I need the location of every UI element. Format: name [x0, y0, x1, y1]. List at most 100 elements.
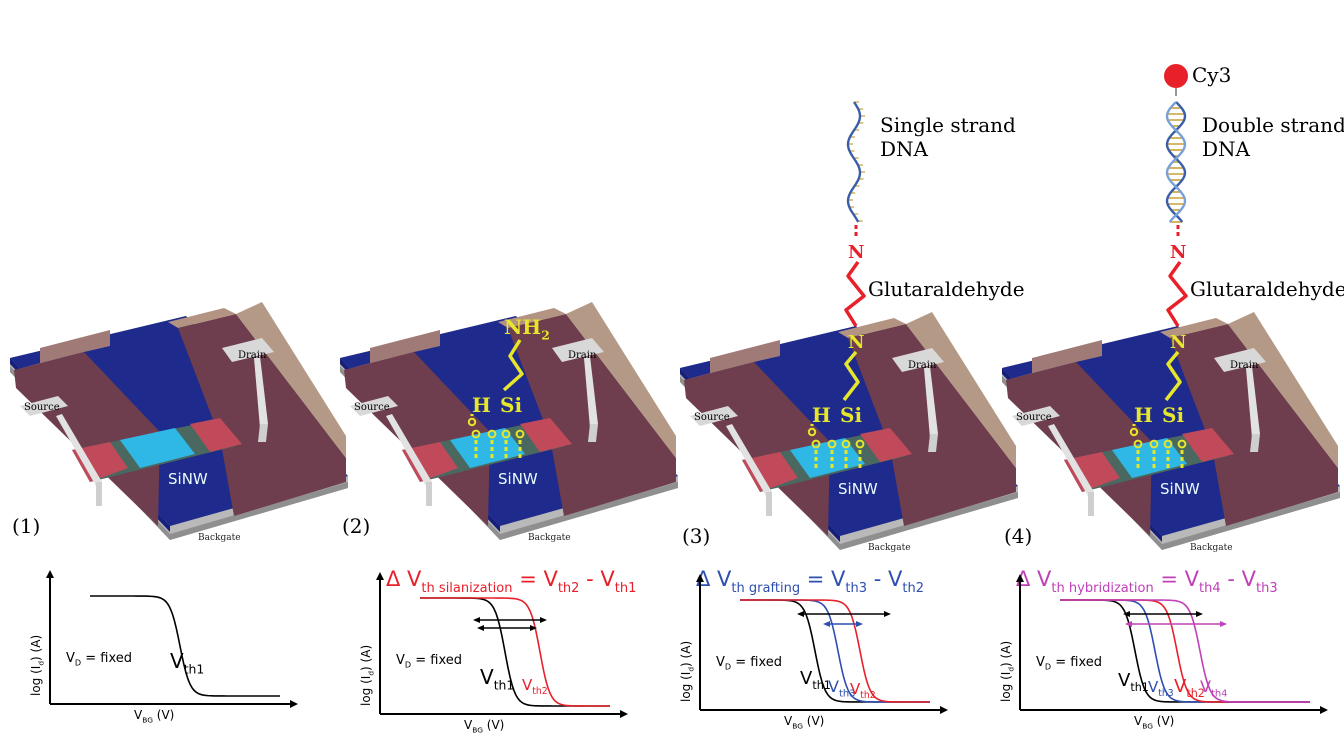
drain-label: Drain	[568, 350, 597, 361]
threshold-label: Vth2	[850, 680, 876, 701]
text-span: V	[1036, 655, 1045, 670]
text-span: Δ V	[386, 567, 422, 591]
oxygen-atom	[841, 439, 851, 449]
panel-index: (3)	[682, 524, 710, 548]
propyl-chain	[842, 350, 860, 402]
y-axis-label: log (Id) (A)	[999, 641, 1015, 702]
shift-arrowhead	[823, 621, 830, 627]
oxygen-atom	[807, 427, 817, 437]
transfer-curve	[419, 597, 610, 707]
transfer-plot-3: log (Id) (A)VBG (V)VD = fixedVth1Vth3Vth…	[679, 574, 948, 730]
subscript: BG	[142, 715, 153, 724]
source-probe-tip	[426, 482, 432, 506]
text-span: log (I	[999, 672, 1013, 702]
threshold-label: Vth3	[828, 677, 855, 699]
source-pad	[402, 442, 458, 482]
source-probe-arm	[1048, 424, 1094, 496]
source-probe-head	[690, 406, 738, 426]
source-pad	[1064, 452, 1120, 492]
text-span: V	[828, 677, 839, 696]
backgate-label: Backgate	[198, 533, 241, 543]
x-axis-label: VBG (V)	[134, 708, 174, 724]
drain-voltage-label: VD = fixed	[716, 655, 782, 672]
drain-probe-head	[1214, 348, 1266, 372]
subscript: th1	[812, 679, 831, 692]
text-span: NH	[504, 315, 541, 339]
text-span: V	[850, 680, 861, 698]
source-top	[684, 340, 780, 380]
dye-label: Cy3	[1192, 63, 1231, 87]
threshold-label: Vth1	[1118, 670, 1149, 694]
oxygen-atom	[827, 439, 837, 449]
subscript: d	[366, 671, 375, 676]
dna-backbone	[846, 101, 862, 223]
subscript: th1	[1130, 681, 1149, 694]
text-span: (V)	[153, 708, 174, 722]
propyl-chain	[1164, 350, 1182, 402]
y-axis-arrow	[376, 572, 384, 580]
subscript: th4	[1199, 581, 1221, 596]
oxygen-atom	[1129, 427, 1139, 437]
transfer-curve	[420, 597, 611, 707]
text-span: = fixed	[411, 653, 462, 668]
amine-nitrogen: N	[1170, 332, 1186, 353]
drain-label: Drain	[908, 360, 937, 371]
threshold-shift-equation: Δ Vth silanization = Vth2 - Vth1	[386, 567, 636, 596]
text-span: V	[1118, 670, 1131, 691]
subscript: th4	[1211, 688, 1227, 699]
text-span: V	[784, 714, 793, 728]
subscript: D	[1045, 663, 1051, 672]
drain-pad	[860, 428, 912, 462]
drain-probe-head	[892, 348, 944, 372]
drain-voltage-label: VD = fixed	[1036, 655, 1102, 672]
y-axis-label: log (Id) (A)	[29, 635, 45, 696]
source-electrode	[344, 352, 490, 526]
source-probe-arm	[386, 414, 432, 486]
subscript: BG	[1142, 721, 1153, 730]
source-probe-head	[350, 396, 398, 416]
threshold-shift-equation: Δ Vth grafting = Vth3 - Vth2	[696, 567, 924, 596]
source-pad	[742, 452, 798, 492]
threshold-label: Vth2	[1174, 676, 1205, 700]
text-span: - V	[867, 567, 903, 591]
drain-label: Drain	[238, 350, 267, 361]
silicon-atom-label: Si	[500, 393, 522, 417]
shift-arrowhead	[884, 611, 891, 617]
backgate-label: Backgate	[528, 533, 571, 543]
subscript: th hybridization	[1051, 581, 1153, 596]
panel-index: (1)	[12, 514, 40, 538]
text-span: (V)	[483, 718, 504, 732]
dna-backbone	[1165, 101, 1187, 223]
y-axis-arrow	[46, 570, 54, 578]
subscript: th2	[860, 690, 875, 701]
glutaraldehyde-chain	[844, 260, 866, 327]
text-span: (V)	[1153, 714, 1174, 728]
shift-arrowhead	[1123, 611, 1130, 617]
drain-voltage-label: VD = fixed	[66, 651, 132, 668]
drain-top	[498, 308, 566, 328]
oxygen-atom	[1177, 439, 1187, 449]
text-span: V	[480, 665, 494, 689]
panel-index: (4)	[1004, 524, 1032, 548]
y-axis-label: log (Id) (A)	[679, 641, 695, 702]
drain-probe-arm	[924, 366, 938, 438]
text-span: V	[522, 676, 533, 694]
x-axis-arrow	[620, 710, 628, 718]
y-axis-arrow	[696, 574, 704, 582]
text-span: ) (A)	[999, 641, 1013, 667]
subscript: D	[75, 659, 81, 668]
oxygen-atom	[1133, 439, 1143, 449]
drain-pad	[520, 418, 572, 452]
source-label: Source	[24, 402, 60, 413]
transfer-curve	[90, 595, 280, 697]
linker-label: Glutaraldehyde	[868, 277, 1025, 301]
source-probe-tip	[766, 492, 772, 516]
subscript: BG	[472, 725, 483, 734]
x-axis-label: VBG (V)	[784, 714, 824, 730]
subscript: th3	[845, 581, 867, 596]
dna-label: DNA	[880, 137, 929, 161]
